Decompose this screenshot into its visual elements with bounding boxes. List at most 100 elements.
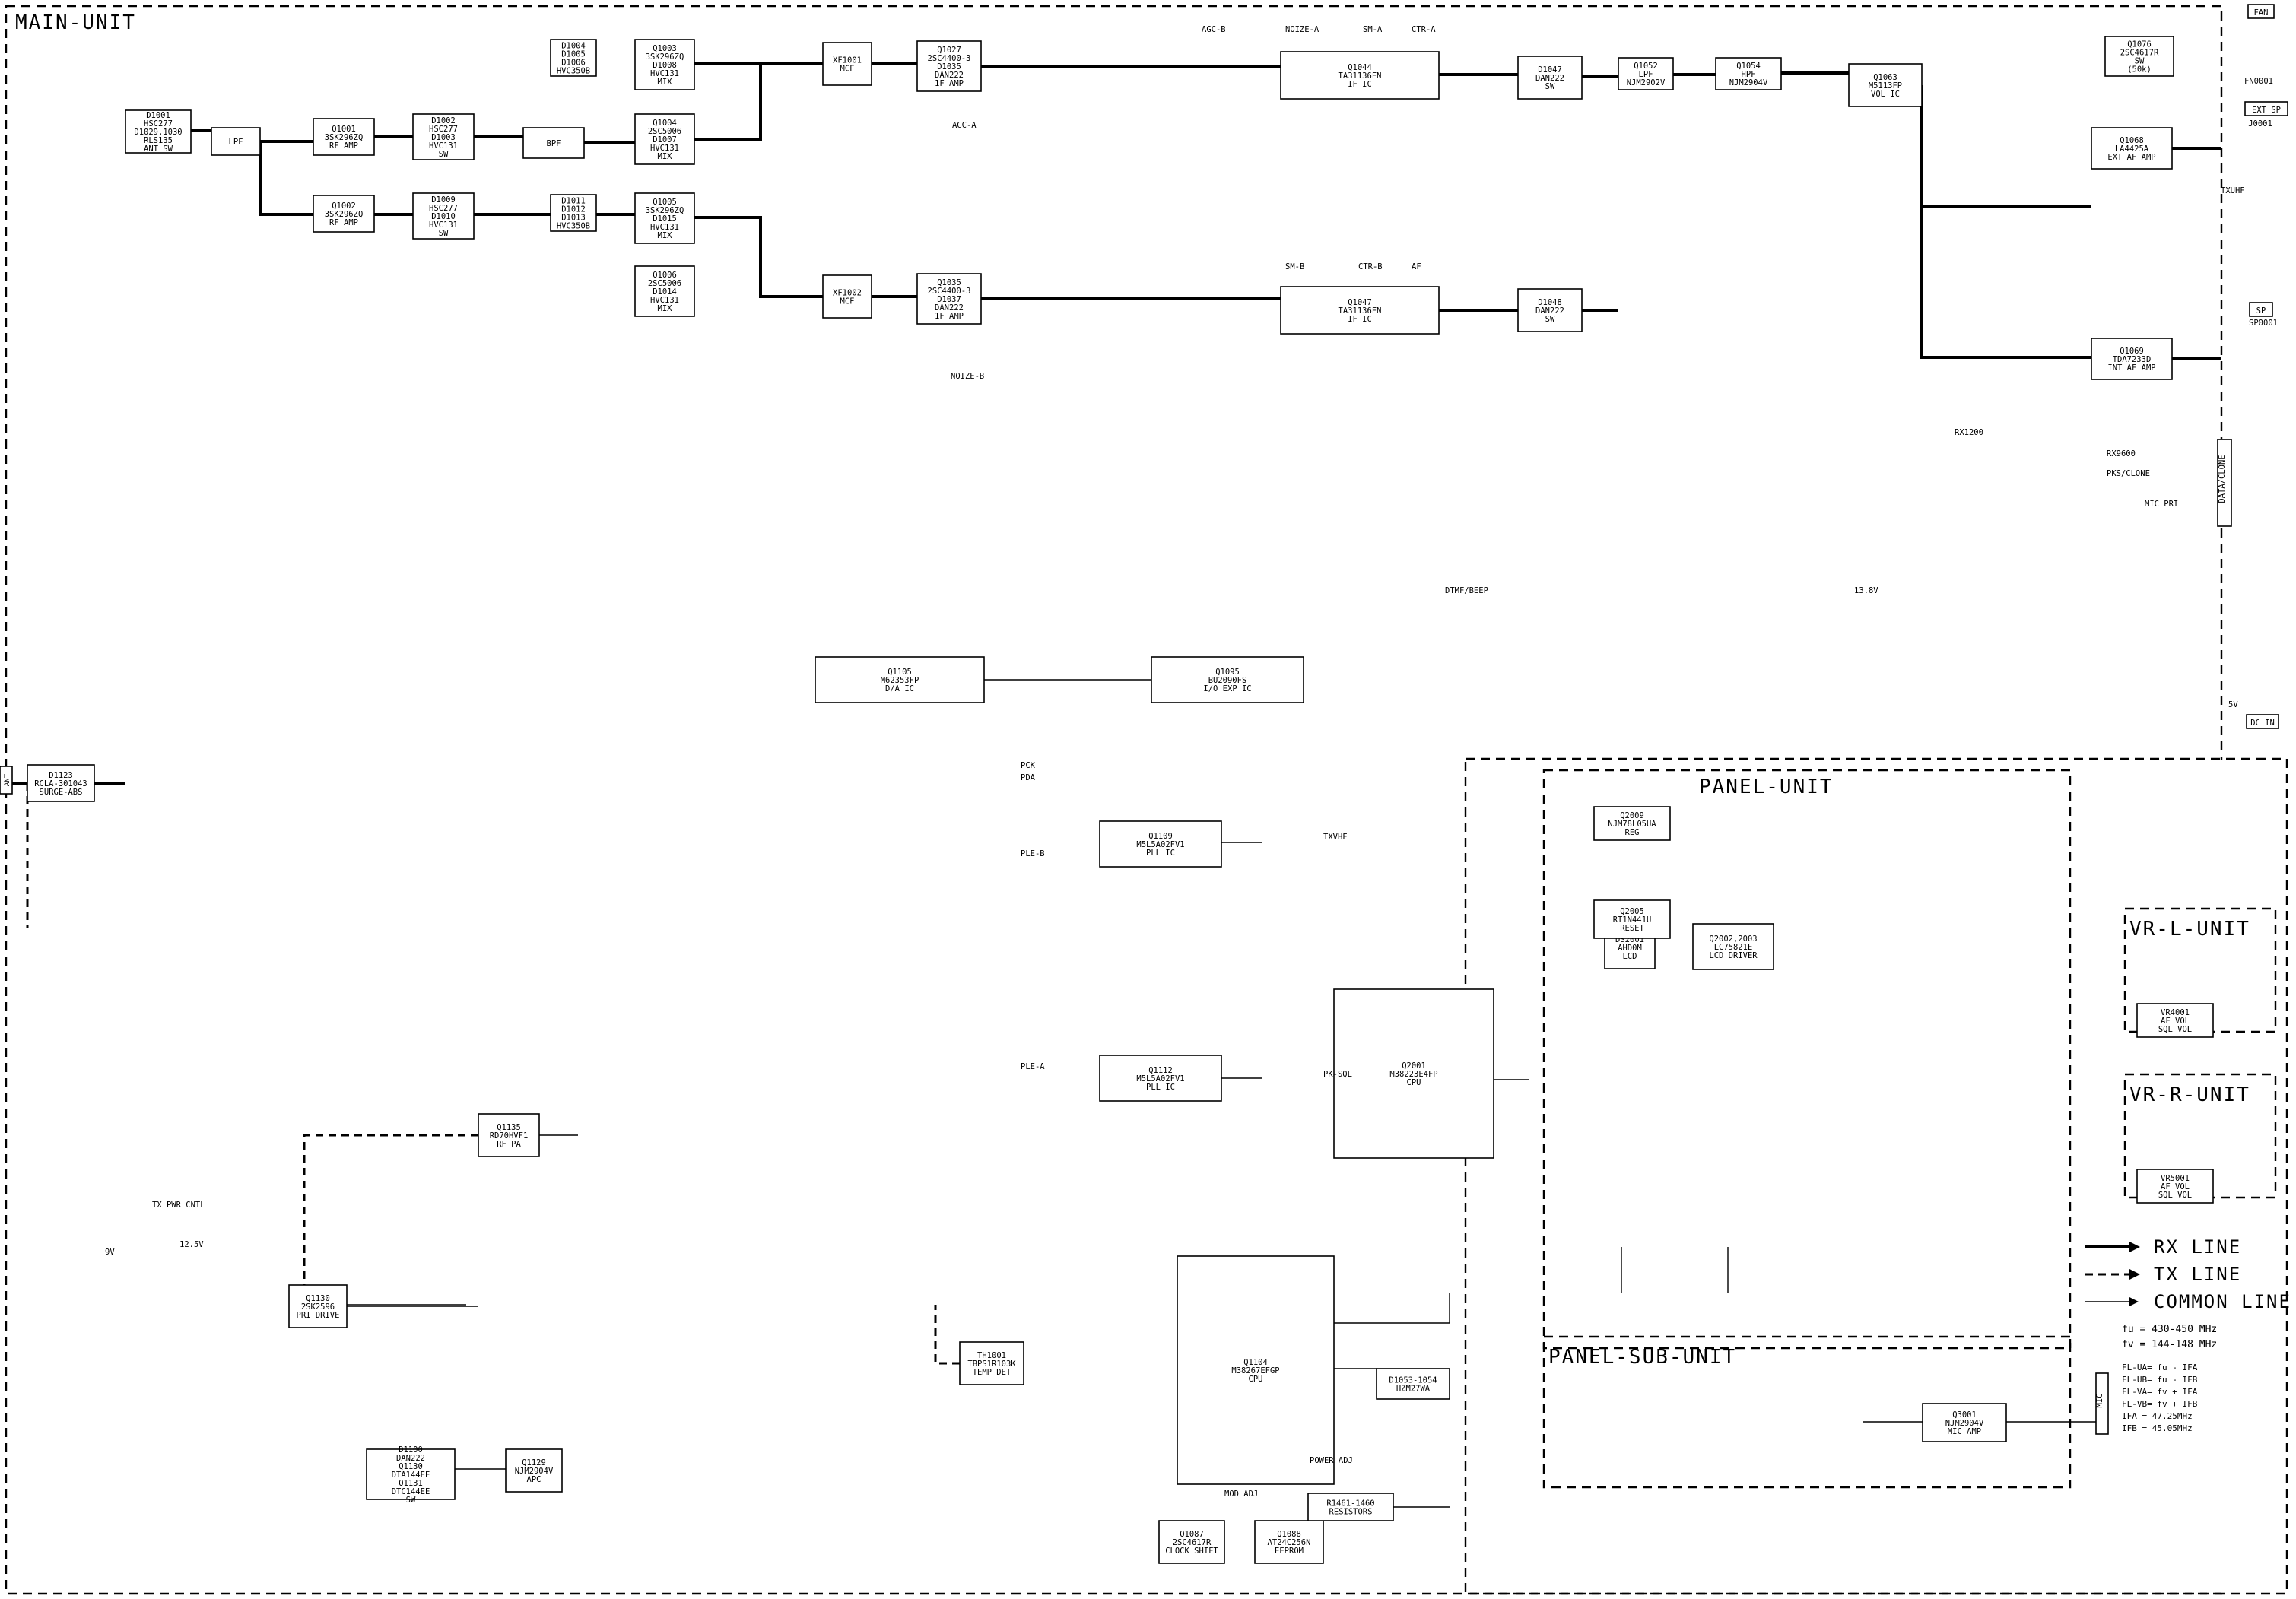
component-label: D1029,1030 (134, 128, 182, 137)
component-label: 3SK296ZQ (646, 52, 684, 62)
component-label: D1005 (561, 50, 586, 59)
component-label: 2SC5006 (648, 279, 681, 288)
dc-in-label: DC IN (2250, 719, 2275, 728)
component-label: Q1104 (1243, 1358, 1268, 1367)
component-box (2091, 338, 2173, 380)
component-label: Q1105 (888, 668, 912, 677)
component-box (815, 656, 985, 703)
component-label: BPF (547, 139, 561, 148)
component-label: MCF (840, 65, 855, 74)
component-label: HSC277 (144, 119, 173, 128)
component-label: DAN222 (1535, 306, 1564, 316)
component-label: DAN222 (396, 1454, 425, 1463)
component-label: D1010 (431, 212, 456, 221)
signal-wire (694, 216, 1281, 300)
signal-label: NOIZE-B (951, 372, 984, 381)
component-box (313, 195, 375, 233)
component-label: Q1109 (1148, 832, 1173, 841)
component-label: Q1027 (937, 46, 961, 55)
component-label: SQL VOL (2158, 1025, 2192, 1034)
component-label: HVC131 (650, 69, 679, 78)
legend-note: IFA = 47.25MHz (2122, 1411, 2193, 1421)
component-label: IF IC (1348, 80, 1372, 89)
component-label: SW (1545, 315, 1555, 324)
component-label: MCF (840, 297, 855, 306)
component-label: D1013 (561, 214, 586, 223)
component-label: SW (439, 150, 449, 159)
ant-connector (0, 766, 13, 795)
component-box (2136, 1169, 2214, 1204)
signal-label: AGC-B (1202, 25, 1226, 34)
legend-rx-label: RX LINE (2154, 1236, 2241, 1258)
signal-label: 12.5V (179, 1240, 204, 1249)
component-label: D1123 (49, 771, 73, 780)
component-box (1922, 1403, 2007, 1442)
component-label: XF1001 (833, 56, 862, 65)
panel-unit-frame (1542, 769, 2072, 1350)
ant-label: ANT (4, 773, 11, 786)
component-label: R1461-1460 (1326, 1499, 1374, 1509)
component-box (1376, 1368, 1450, 1400)
signal-labels: AGC-BAGC-ANOIZE-BNOIZE-ASM-BSM-ACTR-BCTR… (105, 25, 2245, 1499)
component-box (412, 192, 475, 240)
component-label: VR4001 (2161, 1008, 2190, 1017)
component-box (916, 40, 982, 92)
component-label: 2SK2596 (301, 1302, 335, 1312)
component-box (522, 127, 585, 159)
component-label: VR5001 (2161, 1174, 2190, 1183)
component-box (2091, 127, 2173, 170)
component-label: Q1130 (306, 1294, 330, 1303)
component-label: LCD (1623, 952, 1637, 961)
component-label: 2SC4617R (2120, 49, 2159, 58)
component-label: HVC131 (650, 223, 679, 232)
component-label: 2SC4400-3 (928, 54, 971, 63)
component-label: Q1130 (399, 1462, 423, 1471)
component-label: SW (406, 1496, 416, 1505)
component-label: AF VOL (2161, 1017, 2190, 1026)
component-label: HVC350B (557, 67, 590, 76)
component-label: TEMP DET (973, 1368, 1011, 1377)
ext-sp-label: EXT SP (2252, 106, 2281, 115)
component-label: D1035 (937, 62, 961, 71)
component-label: D1001 (146, 111, 170, 120)
component-label: D1037 (937, 295, 961, 304)
legend-note: FL-UB= fu - IFB (2122, 1375, 2198, 1385)
component-label: D1047 (1538, 65, 1562, 75)
panel-area-frame (1464, 757, 2288, 1595)
component-label: D1100 (399, 1445, 423, 1455)
legend-common-label: COMMON LINE (2154, 1291, 2291, 1312)
signal-label: TXVHF (1323, 833, 1348, 842)
component-label: MIX (658, 304, 673, 313)
component-label: Q1076 (2127, 40, 2152, 49)
component-label: CPU (1407, 1078, 1421, 1087)
component-label: SURGE-ABS (40, 788, 83, 797)
wires (12, 62, 2221, 1508)
component-label: LPF (229, 138, 243, 147)
component-box (125, 109, 192, 154)
component-label: Q1006 (653, 271, 677, 280)
signal-wire (1494, 1079, 1729, 1293)
component-label: D1009 (431, 195, 456, 205)
component-box (822, 274, 872, 319)
